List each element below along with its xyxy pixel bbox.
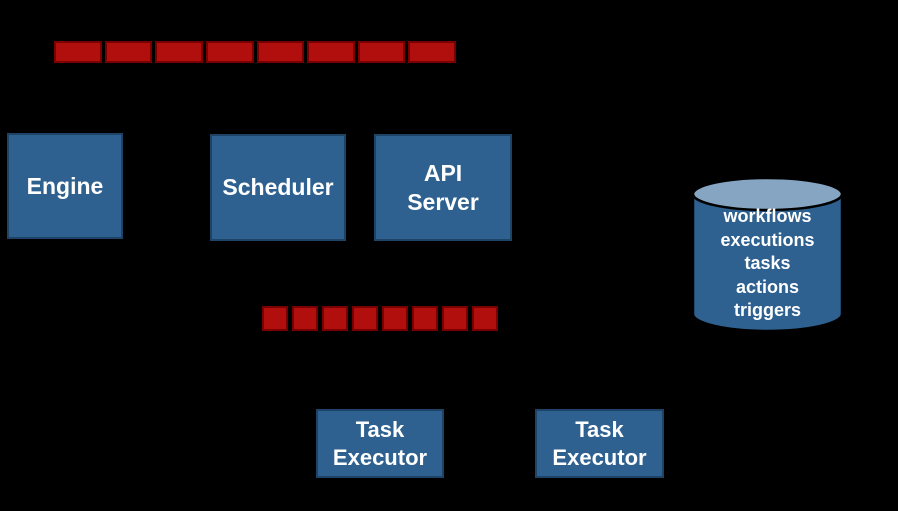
queue-segment xyxy=(155,41,203,63)
database-item: triggers xyxy=(733,300,802,320)
task-executor-label: Task Executor xyxy=(552,417,647,470)
queue-segment xyxy=(104,41,153,63)
queue-segment xyxy=(256,41,305,63)
task-executor-label: Task Executor xyxy=(332,417,428,470)
queue-segment xyxy=(54,41,102,63)
queue-segment xyxy=(205,41,254,63)
database-item: workflows xyxy=(723,206,812,226)
queue-segment xyxy=(382,306,408,331)
queue-segment xyxy=(292,306,318,331)
queue-segment xyxy=(412,306,438,331)
task-executor-node-2: Task Executor xyxy=(535,409,664,478)
scheduler-label: Scheduler xyxy=(222,174,334,201)
database-item: executions xyxy=(720,229,815,250)
queue-segment xyxy=(262,306,288,331)
queue-segment xyxy=(472,306,498,331)
database-item: actions xyxy=(735,276,800,297)
queue-segment xyxy=(408,41,456,63)
queue-segment xyxy=(442,306,468,331)
database-item: tasks xyxy=(744,253,791,273)
queue-segment xyxy=(307,41,355,63)
engine-label: Engine xyxy=(26,172,104,199)
message-queue-top xyxy=(54,41,456,63)
scheduler-node: Scheduler xyxy=(210,134,346,241)
queue-segment xyxy=(352,306,378,331)
task-executor-node-1: Task Executor xyxy=(316,409,444,478)
database-item-list: workflows executions tasks actions trigg… xyxy=(691,205,844,323)
api-server-label: API Server xyxy=(407,159,479,215)
database-cylinder: workflows executions tasks actions trigg… xyxy=(691,176,844,334)
database-cylinder-shape xyxy=(691,176,844,333)
queue-segment xyxy=(322,306,348,331)
task-queue-bottom xyxy=(262,306,498,331)
api-server-node: API Server xyxy=(374,134,512,241)
queue-segment xyxy=(357,41,406,63)
engine-node: Engine xyxy=(7,133,123,239)
